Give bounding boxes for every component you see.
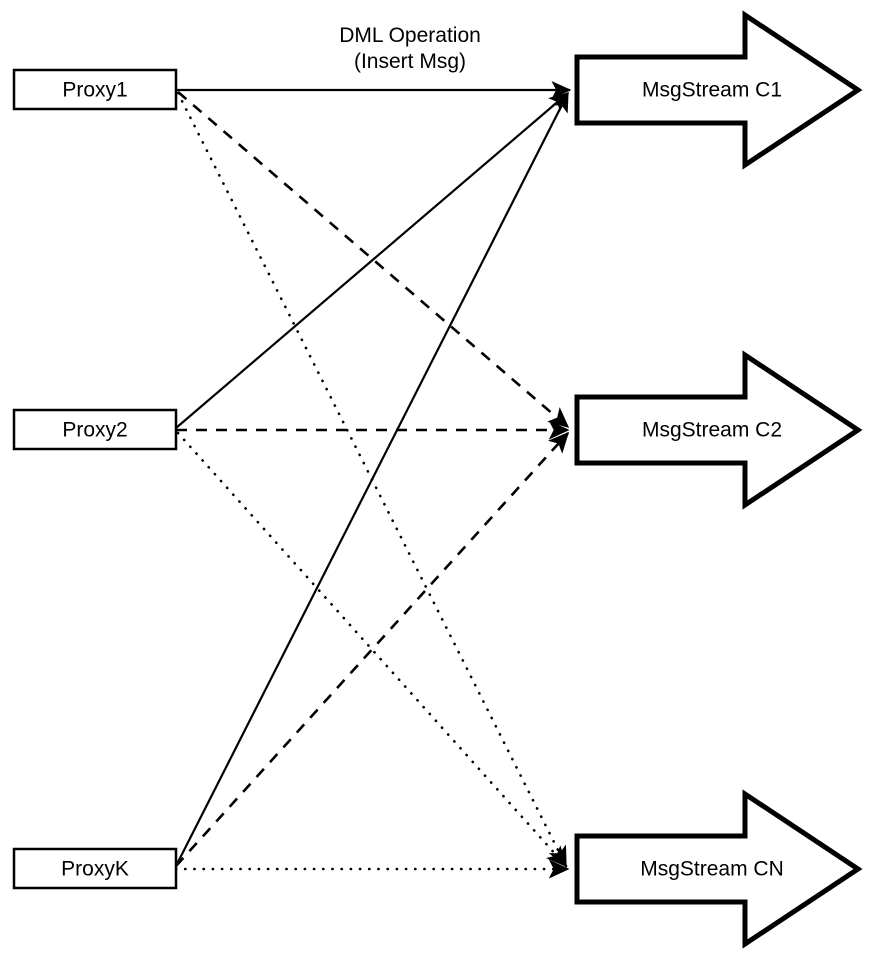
edge-label-dml-operation: DML Operation (Insert Msg) [339,24,481,73]
stream-c2-arrow-shape[interactable] [574,350,863,510]
stream-c2-label: MsgStream C2 [642,419,782,442]
proxy2-label: Proxy2 [62,419,127,442]
proxy-node-proxy2[interactable]: Proxy2 [12,408,178,451]
stream-node-c1[interactable]: MsgStream C1 [574,10,863,170]
edge-group-proxy2 [175,92,570,868]
proxy-node-proxy1[interactable]: Proxy1 [12,68,178,111]
stream-c1-label: MsgStream C1 [642,79,782,102]
stream-node-cn[interactable]: MsgStream CN [574,789,863,949]
edge-proxy2-to-stream-c1[interactable] [175,92,570,429]
stream-cn-arrow-shape[interactable] [574,789,863,949]
stream-node-c2[interactable]: MsgStream C2 [574,350,863,510]
proxyk-label: ProxyK [61,858,129,881]
stream-c1-arrow-shape[interactable] [574,10,863,170]
edge-label-line2: (Insert Msg) [354,50,466,73]
edge-group-proxyk [174,91,570,879]
proxy2-box[interactable] [12,408,178,451]
edge-proxyk-to-stream-c1[interactable] [175,91,569,867]
edge-proxy1-to-stream-c2[interactable] [177,91,570,429]
stream-cn-label: MsgStream CN [640,858,784,881]
proxy-node-proxyk[interactable]: ProxyK [12,847,178,890]
proxy1-label: Proxy1 [62,79,127,102]
proxy1-box[interactable] [12,68,178,111]
edge-proxyk-to-stream-c2[interactable] [175,431,570,867]
proxyk-box[interactable] [12,847,178,890]
edge-label-line1: DML Operation [339,24,481,47]
